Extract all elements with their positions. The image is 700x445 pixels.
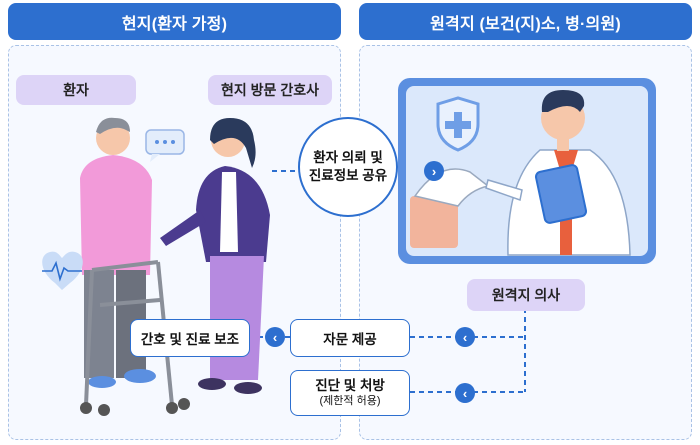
chevron-left-icon: ‹ xyxy=(455,327,475,347)
consult-box: 자문 제공 xyxy=(290,319,410,357)
speech-bubble-icon xyxy=(145,129,185,162)
heart-monitor-icon xyxy=(42,251,83,290)
left-panel-header: 현지(환자 가정) xyxy=(8,3,341,40)
request-line2: 진료정보 공유 xyxy=(308,168,388,183)
request-circle: 환자 의뢰 및 진료정보 공유 xyxy=(298,117,398,217)
request-line1: 환자 의뢰 및 xyxy=(313,150,383,166)
diagnosis-line1: 진단 및 처방 xyxy=(315,377,385,393)
right-panel-header: 원격지 (보건(지)소, 병·의원) xyxy=(359,3,692,40)
nursing-label: 간호 및 진료 보조 xyxy=(140,332,240,347)
chevron-right-icon: › xyxy=(424,161,444,181)
diagnosis-box: 진단 및 처방 (제한적 허용) xyxy=(290,370,410,416)
nursing-box: 간호 및 진료 보조 xyxy=(130,319,250,357)
left-panel xyxy=(8,45,341,440)
nurse-label: 현지 방문 간호사 xyxy=(208,75,332,105)
chevron-left-icon: ‹ xyxy=(265,327,285,347)
doctor-monitor-illustration xyxy=(398,78,656,264)
doctor-label: 원격지 의사 xyxy=(467,279,585,311)
patient-label: 환자 xyxy=(16,75,136,105)
diagnosis-line2: (제한적 허용) xyxy=(319,394,381,407)
chevron-left-icon: ‹ xyxy=(455,383,475,403)
patient-illustration xyxy=(80,117,156,388)
consult-label: 자문 제공 xyxy=(323,332,377,347)
